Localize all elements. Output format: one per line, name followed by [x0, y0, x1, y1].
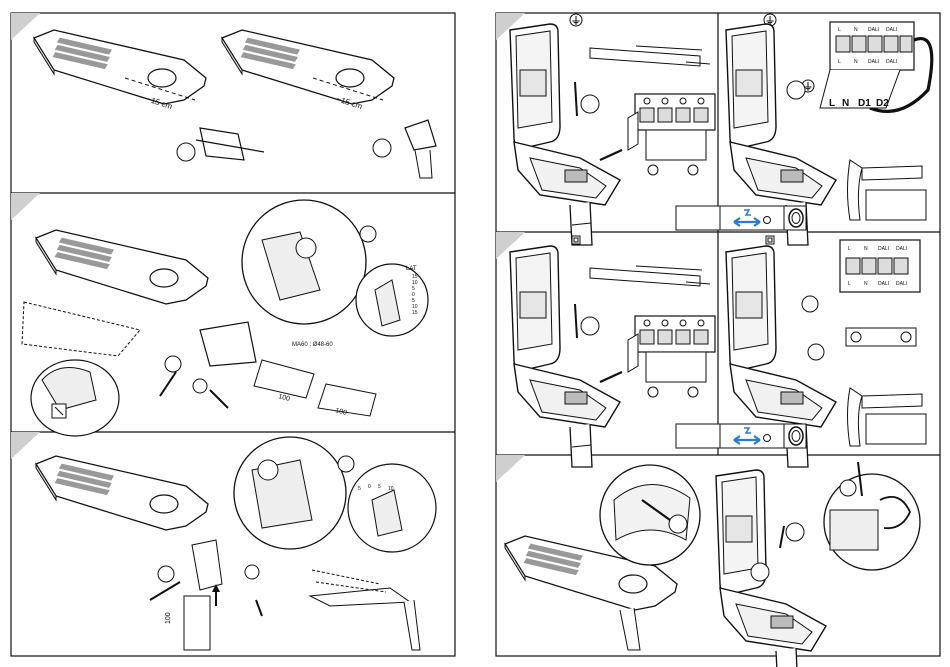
- step-circle: [808, 344, 824, 360]
- step-circle: [802, 296, 818, 312]
- svg-text:DALI: DALI: [878, 281, 889, 287]
- step-circle: [669, 515, 687, 533]
- vertical-dim-label: 100: [165, 612, 172, 624]
- step-circle: [245, 565, 259, 579]
- step-circle: [751, 563, 769, 581]
- svg-text:D1: D1: [858, 98, 871, 109]
- svg-text:DALI: DALI: [878, 246, 889, 252]
- svg-text:N: N: [842, 98, 849, 109]
- svg-text:N: N: [864, 246, 868, 252]
- svg-text:DALI: DALI: [868, 27, 879, 33]
- svg-text:D2: D2: [876, 98, 889, 109]
- panel-a-legend-strip: [676, 206, 806, 230]
- class-ii-double-ring-icon: [789, 427, 803, 445]
- svg-text:L: L: [848, 246, 851, 252]
- svg-text:DALI: DALI: [886, 59, 897, 65]
- step-circle: [360, 226, 376, 242]
- step-circle: [158, 566, 174, 582]
- svg-text:DALI: DALI: [868, 59, 879, 65]
- earth-icon: [570, 14, 582, 26]
- step-circle: [840, 480, 856, 496]
- dot-icon: [764, 435, 771, 442]
- svg-text:0: 0: [368, 484, 371, 490]
- svg-text:DALI: DALI: [896, 281, 907, 287]
- svg-text:N: N: [864, 281, 868, 287]
- svg-text:DALI: DALI: [896, 246, 907, 252]
- svg-text:5: 5: [358, 486, 361, 492]
- dot-icon: [764, 217, 771, 224]
- svg-text:10: 10: [388, 486, 394, 492]
- panel-b-legend-strip: [676, 424, 806, 448]
- step-circle: [581, 95, 599, 113]
- lat-label: LAT: [406, 266, 417, 272]
- svg-text:5: 5: [378, 484, 381, 490]
- svg-text:N: N: [854, 27, 858, 33]
- pipe-spec-label: MA60 : Ø48-60: [292, 342, 333, 348]
- step-circle: [177, 143, 195, 161]
- svg-text:L: L: [848, 281, 851, 287]
- svg-text:L: L: [829, 98, 835, 109]
- step-circle: [787, 81, 805, 99]
- svg-text:15: 15: [412, 310, 418, 316]
- step-circle: [581, 317, 599, 335]
- svg-text:N: N: [854, 59, 858, 65]
- step-circle: [373, 139, 391, 157]
- step-circle: [786, 523, 804, 541]
- class-ii-double-ring-icon: [789, 209, 803, 227]
- step-circle: [193, 379, 207, 393]
- step-circle: [165, 356, 181, 372]
- svg-text:L: L: [838, 59, 841, 65]
- svg-text:DALI: DALI: [886, 27, 897, 33]
- step-circle: [338, 456, 354, 472]
- svg-text:L: L: [838, 27, 841, 33]
